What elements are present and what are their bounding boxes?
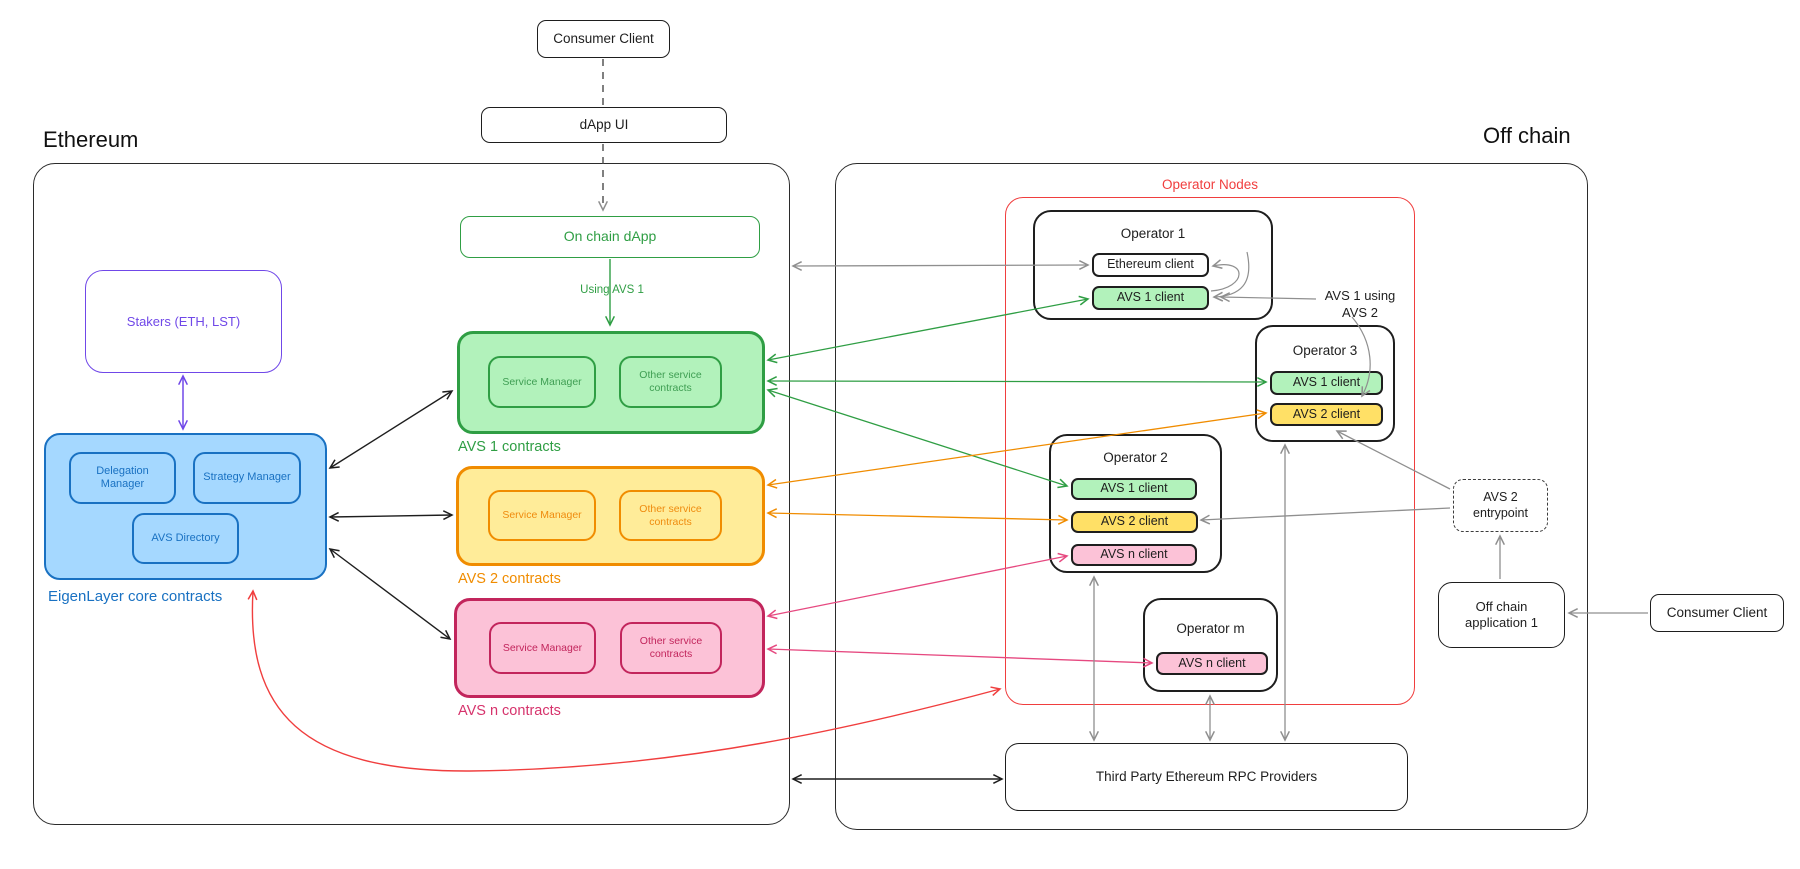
avs2-entrypoint-node: AVS 2 entrypoint [1453,479,1548,532]
operator2-avsn-client: AVS n client [1071,544,1197,566]
on-chain-dapp-node: On chain dApp [460,216,760,258]
stakers-node: Stakers (ETH, LST) [85,270,282,373]
consumer-client-right-node: Consumer Client [1650,594,1784,632]
operator-m-title: Operator m [1176,621,1245,636]
delegation-manager-node: Delegation Manager [69,452,176,504]
operator-nodes-label: Operator Nodes [1161,177,1259,192]
avsn-contracts-caption: AVS n contracts [458,703,561,719]
offchain-application1-node: Off chain application 1 [1438,582,1565,648]
ethereum-label: Ethereum [43,127,139,152]
dapp-ui-node: dApp UI [481,107,727,143]
operator3-title: Operator 3 [1292,343,1358,358]
operator-m-avsn-client: AVS n client [1156,652,1268,675]
avs2-other-contracts-node: Other service contracts [619,490,722,541]
avs1-contracts-caption: AVS 1 contracts [458,439,561,455]
avsn-other-contracts-node: Other service contracts [620,622,722,674]
operator2-title: Operator 2 [1103,450,1168,465]
operator2-avs2-client: AVS 2 client [1071,511,1198,533]
operator1-ethereum-client: Ethereum client [1092,253,1209,277]
avs1-other-contracts-node: Other service contracts [619,356,722,408]
operator2-avs1-client: AVS 1 client [1071,478,1197,500]
operator3-avs1-client: AVS 1 client [1270,371,1383,395]
avs2-contracts-node: Service Manager Other service contracts [456,466,765,566]
using-avs1-label: Using AVS 1 [580,284,644,296]
avs2-service-manager-node: Service Manager [488,490,596,541]
operator1-title: Operator 1 [1120,226,1186,241]
operator-m-node [1143,598,1278,692]
avs1-contracts-node: Service Manager Other service contracts [457,331,765,434]
avs-directory-node: AVS Directory [132,513,239,564]
offchain-label: Off chain [1483,123,1571,148]
avs1-using-avs2-label: AVS 1 using AVS 2 [1324,288,1396,320]
avs1-service-manager-node: Service Manager [488,356,596,408]
eigenlayer-core-caption: EigenLayer core contracts [48,588,223,605]
avs2-contracts-caption: AVS 2 contracts [458,571,561,587]
strategy-manager-node: Strategy Manager [193,452,301,504]
consumer-client-top-node: Consumer Client [537,20,670,58]
rpc-providers-node: Third Party Ethereum RPC Providers [1005,743,1408,811]
avsn-service-manager-node: Service Manager [489,622,596,674]
operator3-avs2-client: AVS 2 client [1270,403,1383,426]
avsn-contracts-node: Service Manager Other service contracts [454,598,765,698]
operator1-avs1-client: AVS 1 client [1092,286,1209,310]
